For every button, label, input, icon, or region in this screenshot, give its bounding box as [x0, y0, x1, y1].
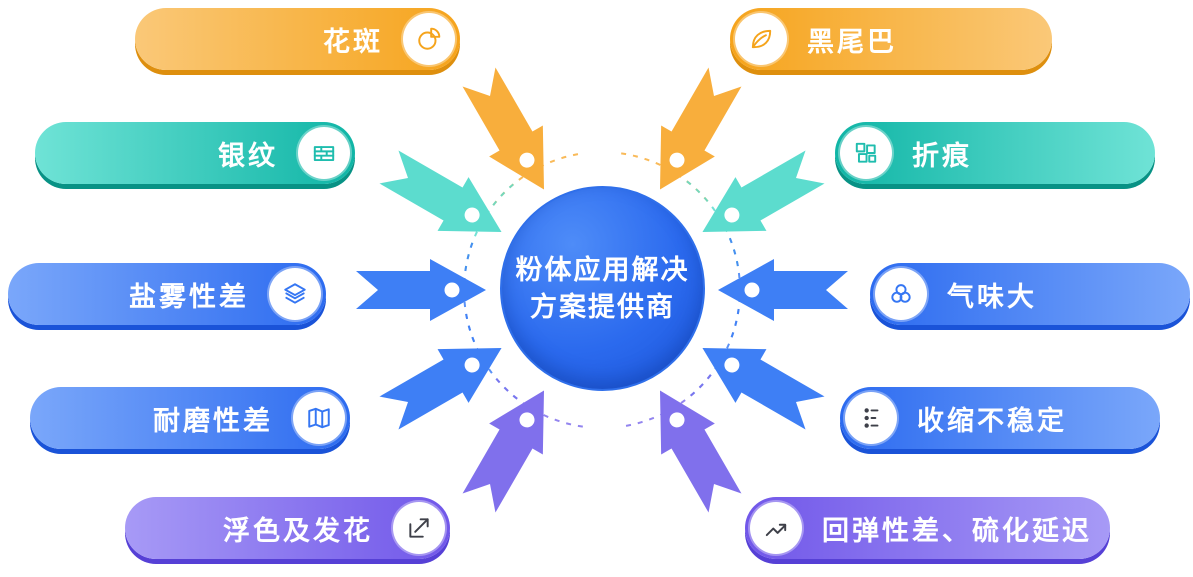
- arrow-mid-left: [356, 237, 486, 343]
- node-yinwen: 银纹: [35, 122, 355, 184]
- node-huitan: 回弹性差、硫化延迟: [745, 497, 1110, 559]
- fragments-icon: [840, 127, 892, 179]
- arrow-mid-right: [718, 237, 848, 343]
- arrow-upper-left: [379, 150, 518, 271]
- circles-icon: [875, 268, 927, 320]
- trend-line-icon: [750, 502, 802, 554]
- node-label: 回弹性差、硫化延迟: [822, 515, 1092, 546]
- node-label: 耐磨性差: [153, 405, 273, 436]
- center-title-line2: 方案提供商: [530, 291, 675, 322]
- arrow-upper-right: [686, 150, 825, 271]
- pie-chart-icon: [403, 13, 455, 65]
- layers-icon: [269, 268, 321, 320]
- dots-branch-icon: [845, 392, 897, 444]
- node-shousuo: 收缩不稳定: [840, 387, 1160, 449]
- node-label: 银纹: [218, 140, 278, 171]
- arrow-lower-left: [379, 309, 518, 430]
- arrow-bottom-right: [621, 374, 742, 513]
- node-yanwu: 盐雾性差: [8, 263, 326, 325]
- arrow-up-right-icon: [393, 502, 445, 554]
- node-label: 花斑: [323, 26, 383, 57]
- node-label: 气味大: [947, 281, 1037, 312]
- node-label: 浮色及发花: [223, 515, 373, 546]
- arrow-top-right: [621, 67, 742, 206]
- node-qiwei: 气味大: [870, 263, 1190, 325]
- node-label: 收缩不稳定: [917, 405, 1067, 436]
- arrow-bottom-left: [462, 374, 583, 513]
- leaf-icon: [735, 13, 787, 65]
- arrow-top-left: [462, 67, 583, 206]
- arrow-lower-right: [686, 309, 825, 430]
- center-title-line1: 粉体应用解决: [515, 255, 690, 286]
- node-huaban: 花斑: [135, 8, 460, 70]
- node-label: 黑尾巴: [807, 26, 897, 57]
- bricks-icon: [298, 127, 350, 179]
- node-naimo: 耐磨性差: [30, 387, 350, 449]
- center-node: 粉体应用解决 方案提供商: [500, 186, 705, 391]
- map-icon: [293, 392, 345, 444]
- node-fuse: 浮色及发花: [125, 497, 450, 559]
- node-label: 折痕: [912, 140, 972, 171]
- node-heiweiba: 黑尾巴: [730, 8, 1052, 70]
- node-zhehen: 折痕: [835, 122, 1155, 184]
- node-label: 盐雾性差: [129, 281, 249, 312]
